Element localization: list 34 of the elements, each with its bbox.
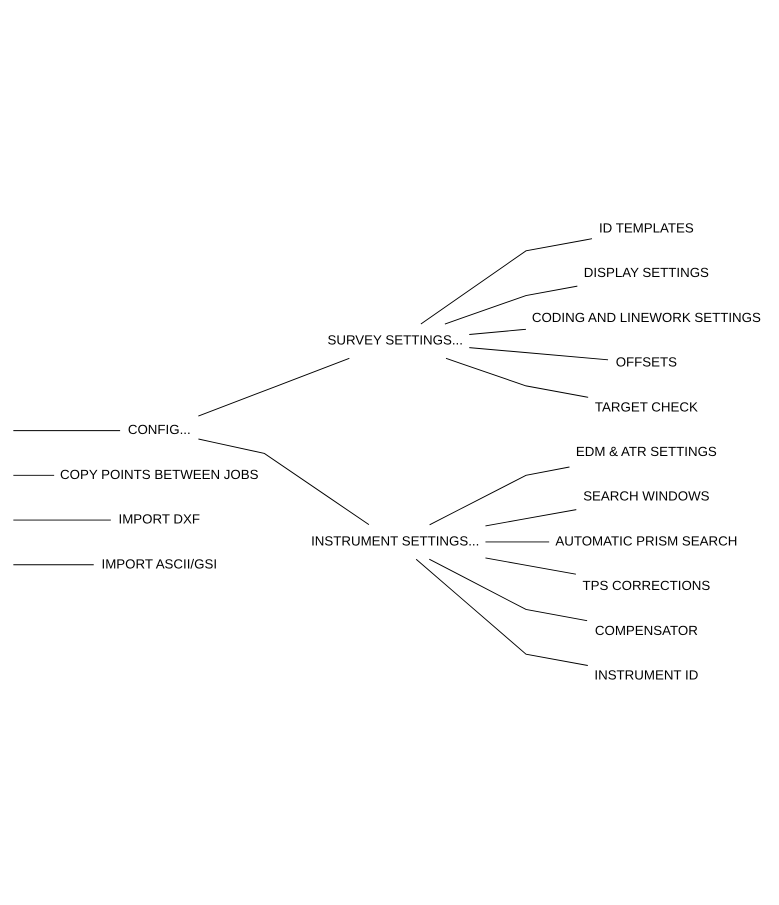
connector (12, 474, 55, 476)
node-text: CODING AND LINEWORK SETTINGS (532, 310, 761, 325)
connector (12, 564, 94, 566)
connector (420, 238, 592, 324)
node-text: IMPORT DXF (118, 512, 200, 527)
node-text: INSTRUMENT ID (594, 668, 698, 683)
node-text: EDM & ATR SETTINGS (576, 444, 717, 460)
node-text: DISPLAY SETTINGS (584, 265, 709, 280)
connector (12, 520, 112, 521)
node-text: SURVEY SETTINGS... (327, 332, 463, 348)
node-text: SEARCH WINDOWS (583, 488, 710, 504)
connector (444, 286, 578, 325)
connector (446, 358, 589, 398)
node-text: COPY POINTS BETWEEN JOBS (60, 466, 259, 482)
connector (468, 328, 526, 335)
node-text: TPS CORRECTIONS (582, 578, 710, 594)
connector (484, 557, 576, 575)
node-text: AUTOMATIC PRISM SEARCH (555, 533, 738, 548)
node-text: ID TEMPLATES (598, 220, 694, 236)
connector (198, 438, 370, 526)
node-text: OFFSETS (616, 354, 678, 370)
node-text: CONFIG... (128, 422, 191, 438)
connector (484, 509, 577, 526)
connector (428, 558, 588, 622)
node-text: TARGET CHECK (594, 399, 698, 414)
connector (12, 430, 121, 432)
node-text: INSTRUMENT SETTINGS... (311, 533, 480, 548)
connector (429, 466, 570, 526)
connector (484, 541, 550, 542)
node-text: IMPORT ASCII/GSI (102, 556, 218, 572)
node-text: COMPENSATOR (594, 622, 698, 638)
connector (198, 358, 350, 417)
connector (416, 558, 588, 666)
connector (468, 347, 608, 360)
